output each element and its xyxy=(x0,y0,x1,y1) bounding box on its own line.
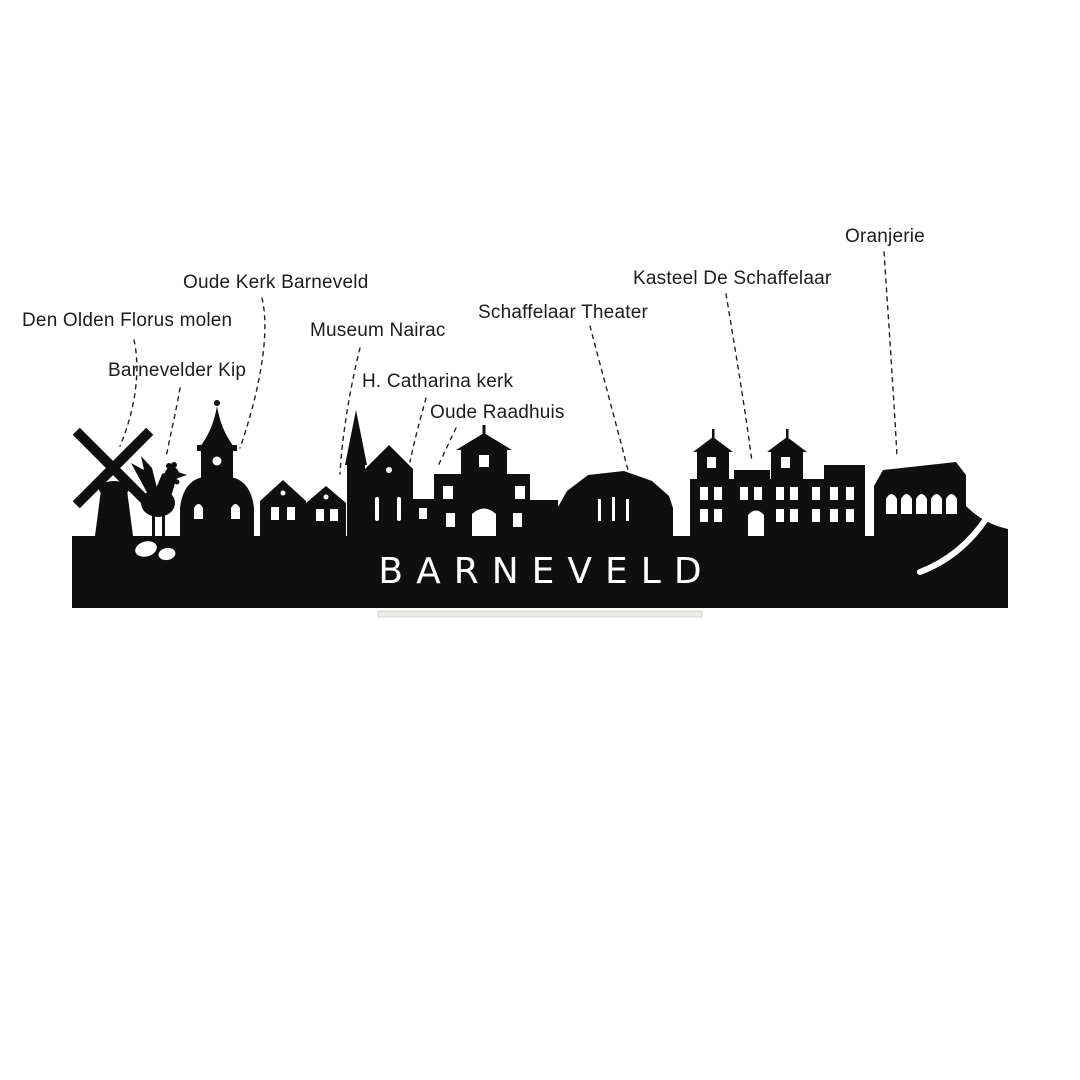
label-oude-kerk-barneveld: Oude Kerk Barneveld xyxy=(183,272,369,293)
leader-line-barnevelder-kip xyxy=(165,387,181,459)
egg-cutout xyxy=(135,541,157,557)
label-oude-raadhuis: Oude Raadhuis xyxy=(430,402,565,423)
cutout-details xyxy=(135,455,991,575)
label-museum-nairac: Museum Nairac xyxy=(310,320,446,341)
label-h-catharina-kerk: H. Catharina kerk xyxy=(362,371,514,392)
skyline-base xyxy=(72,536,1008,608)
label-barnevelder-kip: Barnevelder Kip xyxy=(108,360,247,381)
label-schaffelaar-theater: Schaffelaar Theater xyxy=(478,302,648,323)
leader-line-den-olden-florus-molen xyxy=(119,339,138,447)
leader-line-schaffelaar-theater xyxy=(589,325,633,487)
label-oranjerie: Oranjerie xyxy=(845,226,925,247)
leader-line-oude-raadhuis xyxy=(437,427,457,467)
leader-line-museum-nairac xyxy=(339,347,361,475)
chicken-silhouette xyxy=(131,456,187,536)
label-kasteel-de-schaffelaar: Kasteel De Schaffelaar xyxy=(633,268,832,289)
windmill-silhouette xyxy=(72,427,154,536)
leader-lines xyxy=(119,251,898,487)
leader-line-h-catharina-kerk xyxy=(409,397,427,463)
schaffelaar-theater-silhouette xyxy=(558,471,673,536)
egg-cutout xyxy=(158,547,176,561)
label-den-olden-florus-molen: Den Olden Florus molen xyxy=(22,310,233,331)
skyline-title: BARNEVELD xyxy=(378,551,715,592)
path-swoosh-cutout xyxy=(917,513,991,575)
leader-line-kasteel-de-schaffelaar xyxy=(725,293,753,463)
oude-kerk-silhouette xyxy=(180,400,254,536)
leader-line-oude-kerk-barneveld xyxy=(239,297,266,449)
stand-base xyxy=(377,610,703,618)
museum-nairac-silhouette xyxy=(260,480,346,536)
leader-line-oranjerie xyxy=(883,251,898,457)
